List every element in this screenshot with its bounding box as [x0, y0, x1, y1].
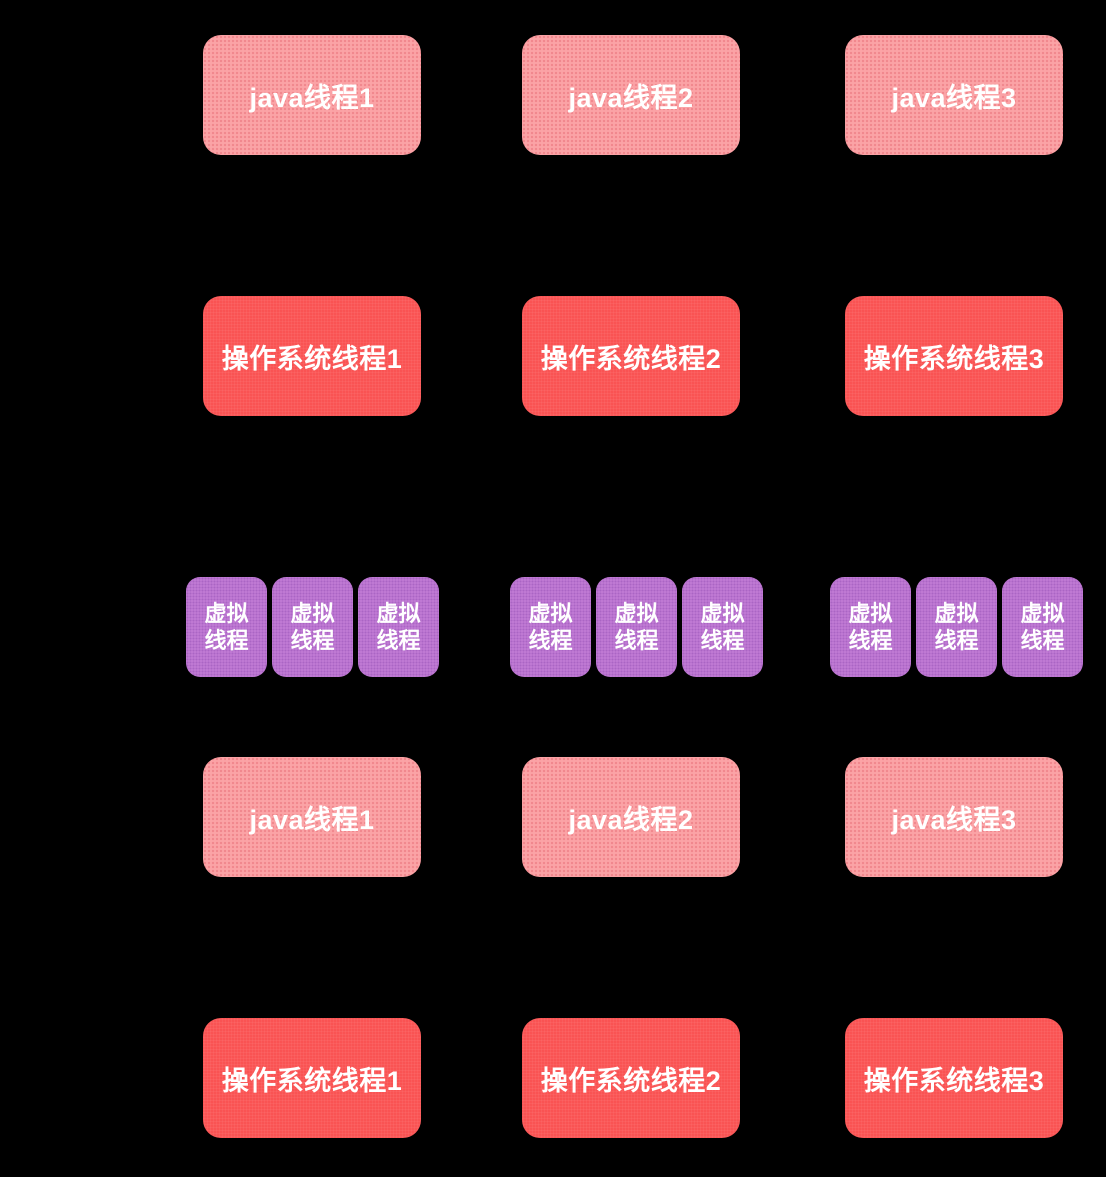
virtual-thread-label: 虚拟 线程 — [376, 601, 421, 653]
virtual-thread-box: 虚拟 线程 — [1002, 577, 1083, 677]
java-thread-box: java线程2 — [522, 35, 740, 155]
java-thread-label: java线程3 — [891, 804, 1017, 835]
os-thread-box: 操作系统线程2 — [522, 1018, 740, 1138]
os-thread-label: 操作系统线程2 — [540, 343, 722, 374]
virtual-thread-box: 虚拟 线程 — [272, 577, 353, 677]
virtual-thread-box: 虚拟 线程 — [510, 577, 591, 677]
virtual-thread-box: 虚拟 线程 — [358, 577, 439, 677]
virtual-thread-group: 虚拟 线程 虚拟 线程 虚拟 线程 — [186, 577, 439, 677]
virtual-thread-box: 虚拟 线程 — [830, 577, 911, 677]
os-thread-label: 操作系统线程1 — [221, 343, 403, 374]
virtual-thread-label: 虚拟 线程 — [700, 601, 745, 653]
virtual-thread-label: 虚拟 线程 — [934, 601, 979, 653]
java-thread-label: java线程2 — [568, 804, 694, 835]
virtual-thread-box: 虚拟 线程 — [916, 577, 997, 677]
virtual-thread-label: 虚拟 线程 — [528, 601, 573, 653]
virtual-thread-label: 虚拟 线程 — [1020, 601, 1065, 653]
java-thread-label: java线程3 — [891, 82, 1017, 113]
java-thread-box: java线程1 — [203, 35, 421, 155]
virtual-thread-label: 虚拟 线程 — [614, 601, 659, 653]
java-thread-label: java线程1 — [249, 82, 375, 113]
os-thread-label: 操作系统线程3 — [863, 1065, 1045, 1096]
virtual-thread-label: 虚拟 线程 — [204, 601, 249, 653]
java-thread-box: java线程1 — [203, 757, 421, 877]
os-thread-box: 操作系统线程3 — [845, 1018, 1063, 1138]
java-thread-box: java线程3 — [845, 35, 1063, 155]
java-thread-label: java线程2 — [568, 82, 694, 113]
java-thread-label: java线程1 — [249, 804, 375, 835]
os-thread-box: 操作系统线程1 — [203, 296, 421, 416]
os-thread-box: 操作系统线程1 — [203, 1018, 421, 1138]
os-thread-box: 操作系统线程2 — [522, 296, 740, 416]
virtual-thread-label: 虚拟 线程 — [848, 601, 893, 653]
java-thread-box: java线程2 — [522, 757, 740, 877]
java-thread-box: java线程3 — [845, 757, 1063, 877]
virtual-thread-group: 虚拟 线程 虚拟 线程 虚拟 线程 — [830, 577, 1083, 677]
virtual-thread-label: 虚拟 线程 — [290, 601, 335, 653]
virtual-thread-group: 虚拟 线程 虚拟 线程 虚拟 线程 — [510, 577, 763, 677]
os-thread-label: 操作系统线程1 — [221, 1065, 403, 1096]
virtual-thread-box: 虚拟 线程 — [682, 577, 763, 677]
virtual-thread-box: 虚拟 线程 — [186, 577, 267, 677]
virtual-thread-box: 虚拟 线程 — [596, 577, 677, 677]
os-thread-label: 操作系统线程2 — [540, 1065, 722, 1096]
os-thread-label: 操作系统线程3 — [863, 343, 1045, 374]
os-thread-box: 操作系统线程3 — [845, 296, 1063, 416]
